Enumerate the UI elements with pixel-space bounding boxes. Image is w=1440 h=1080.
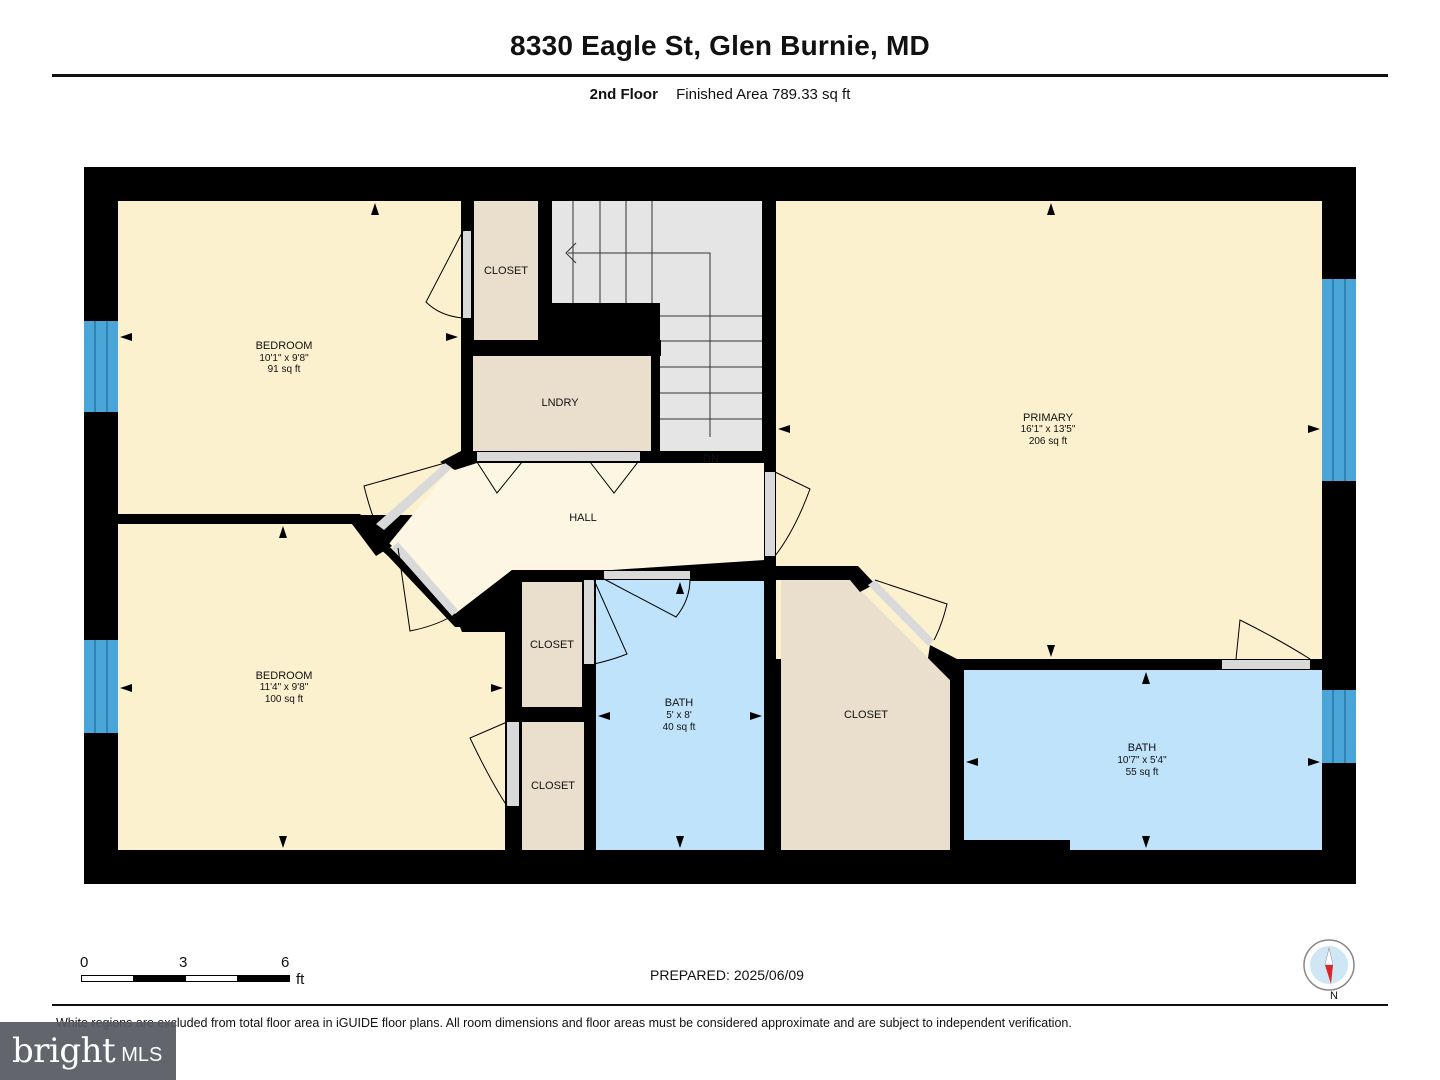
compass-north-label: N [1330,990,1338,1002]
room-dims: 16'1" x 13'5" [1021,424,1076,435]
title-rule [52,74,1388,77]
watermark-brand: bright [12,1031,116,1071]
dimension-arrows [120,203,1320,848]
windows [84,279,1356,763]
room-name: CLOSET [531,780,575,792]
interior-walls [118,201,1322,850]
plan-subtitle: 2nd Floor Finished Area 789.33 sq ft [0,86,1440,103]
room-name: BATH [665,697,694,709]
prepared-date: PREPARED:2025/06/09 [650,967,808,983]
room-name: CLOSET [484,265,528,277]
scale-segments [81,975,290,982]
door-swings [363,230,1311,807]
watermark-suffix: MLS [121,1043,163,1066]
stairs [552,201,762,451]
prepared-value: 2025/06/09 [733,967,804,983]
room-name: HALL [569,512,597,524]
disclaimer-text: White regions are excluded from total fl… [56,1016,1072,1030]
room-dims: 11'4" x 9'8" [260,682,309,693]
bath-2-floor-ext [1070,840,1322,850]
compass-icon [1303,939,1355,991]
room-dims: 5' x 8' [666,710,692,721]
room-name: PRIMARY [1023,412,1074,424]
room-area: 206 sq ft [1029,436,1068,447]
primary-floor-lower [776,560,1322,659]
closet-bottom-floor [522,722,584,850]
room-area: 40 sq ft [663,722,696,733]
floor-plan: BEDROOM 10'1" x 9'8" 91 sq ft BEDROOM 11… [84,167,1356,884]
walk-in-closet-floor [781,580,950,850]
room-dims: 10'1" x 9'8" [259,353,309,364]
footer-rule [52,1004,1388,1006]
room-name: CLOSET [530,639,574,651]
closet-mid-floor [522,582,582,707]
closet-top-floor [474,201,538,340]
room-area: 91 sq ft [268,364,301,375]
scale-tick: 6 [281,954,290,971]
scale-tick: 3 [179,954,188,971]
stairs-label: DN [703,453,719,465]
prepared-label: PREPARED: [650,967,730,983]
floor-label: 2nd Floor [589,86,658,103]
door-openings [376,231,1310,806]
room-name: CLOSET [844,709,888,721]
room-name: LNDRY [541,397,579,409]
laundry-floor [470,356,651,451]
room-name: BEDROOM [256,670,313,682]
scale-bar: 0 3 6 ft [78,952,318,992]
watermark-logo: bright MLS [0,1022,176,1080]
scale-tick: 0 [80,954,89,971]
plan-title: 8330 Eagle St, Glen Burnie, MD [510,30,930,61]
finished-area: Finished Area 789.33 sq ft [676,86,851,103]
room-name: BEDROOM [256,340,313,352]
bedroom-2-floor [118,524,505,850]
bath-1-floor [596,580,764,850]
hall-floor [388,463,764,614]
room-area: 100 sq ft [265,694,304,705]
room-area: 55 sq ft [1126,767,1159,778]
bath-2-floor [964,670,1322,840]
bedroom-1-floor [118,201,461,515]
scale-unit: ft [296,971,305,988]
room-dims: 10'7" x 5'4" [1117,755,1167,766]
room-name: BATH [1128,742,1157,754]
